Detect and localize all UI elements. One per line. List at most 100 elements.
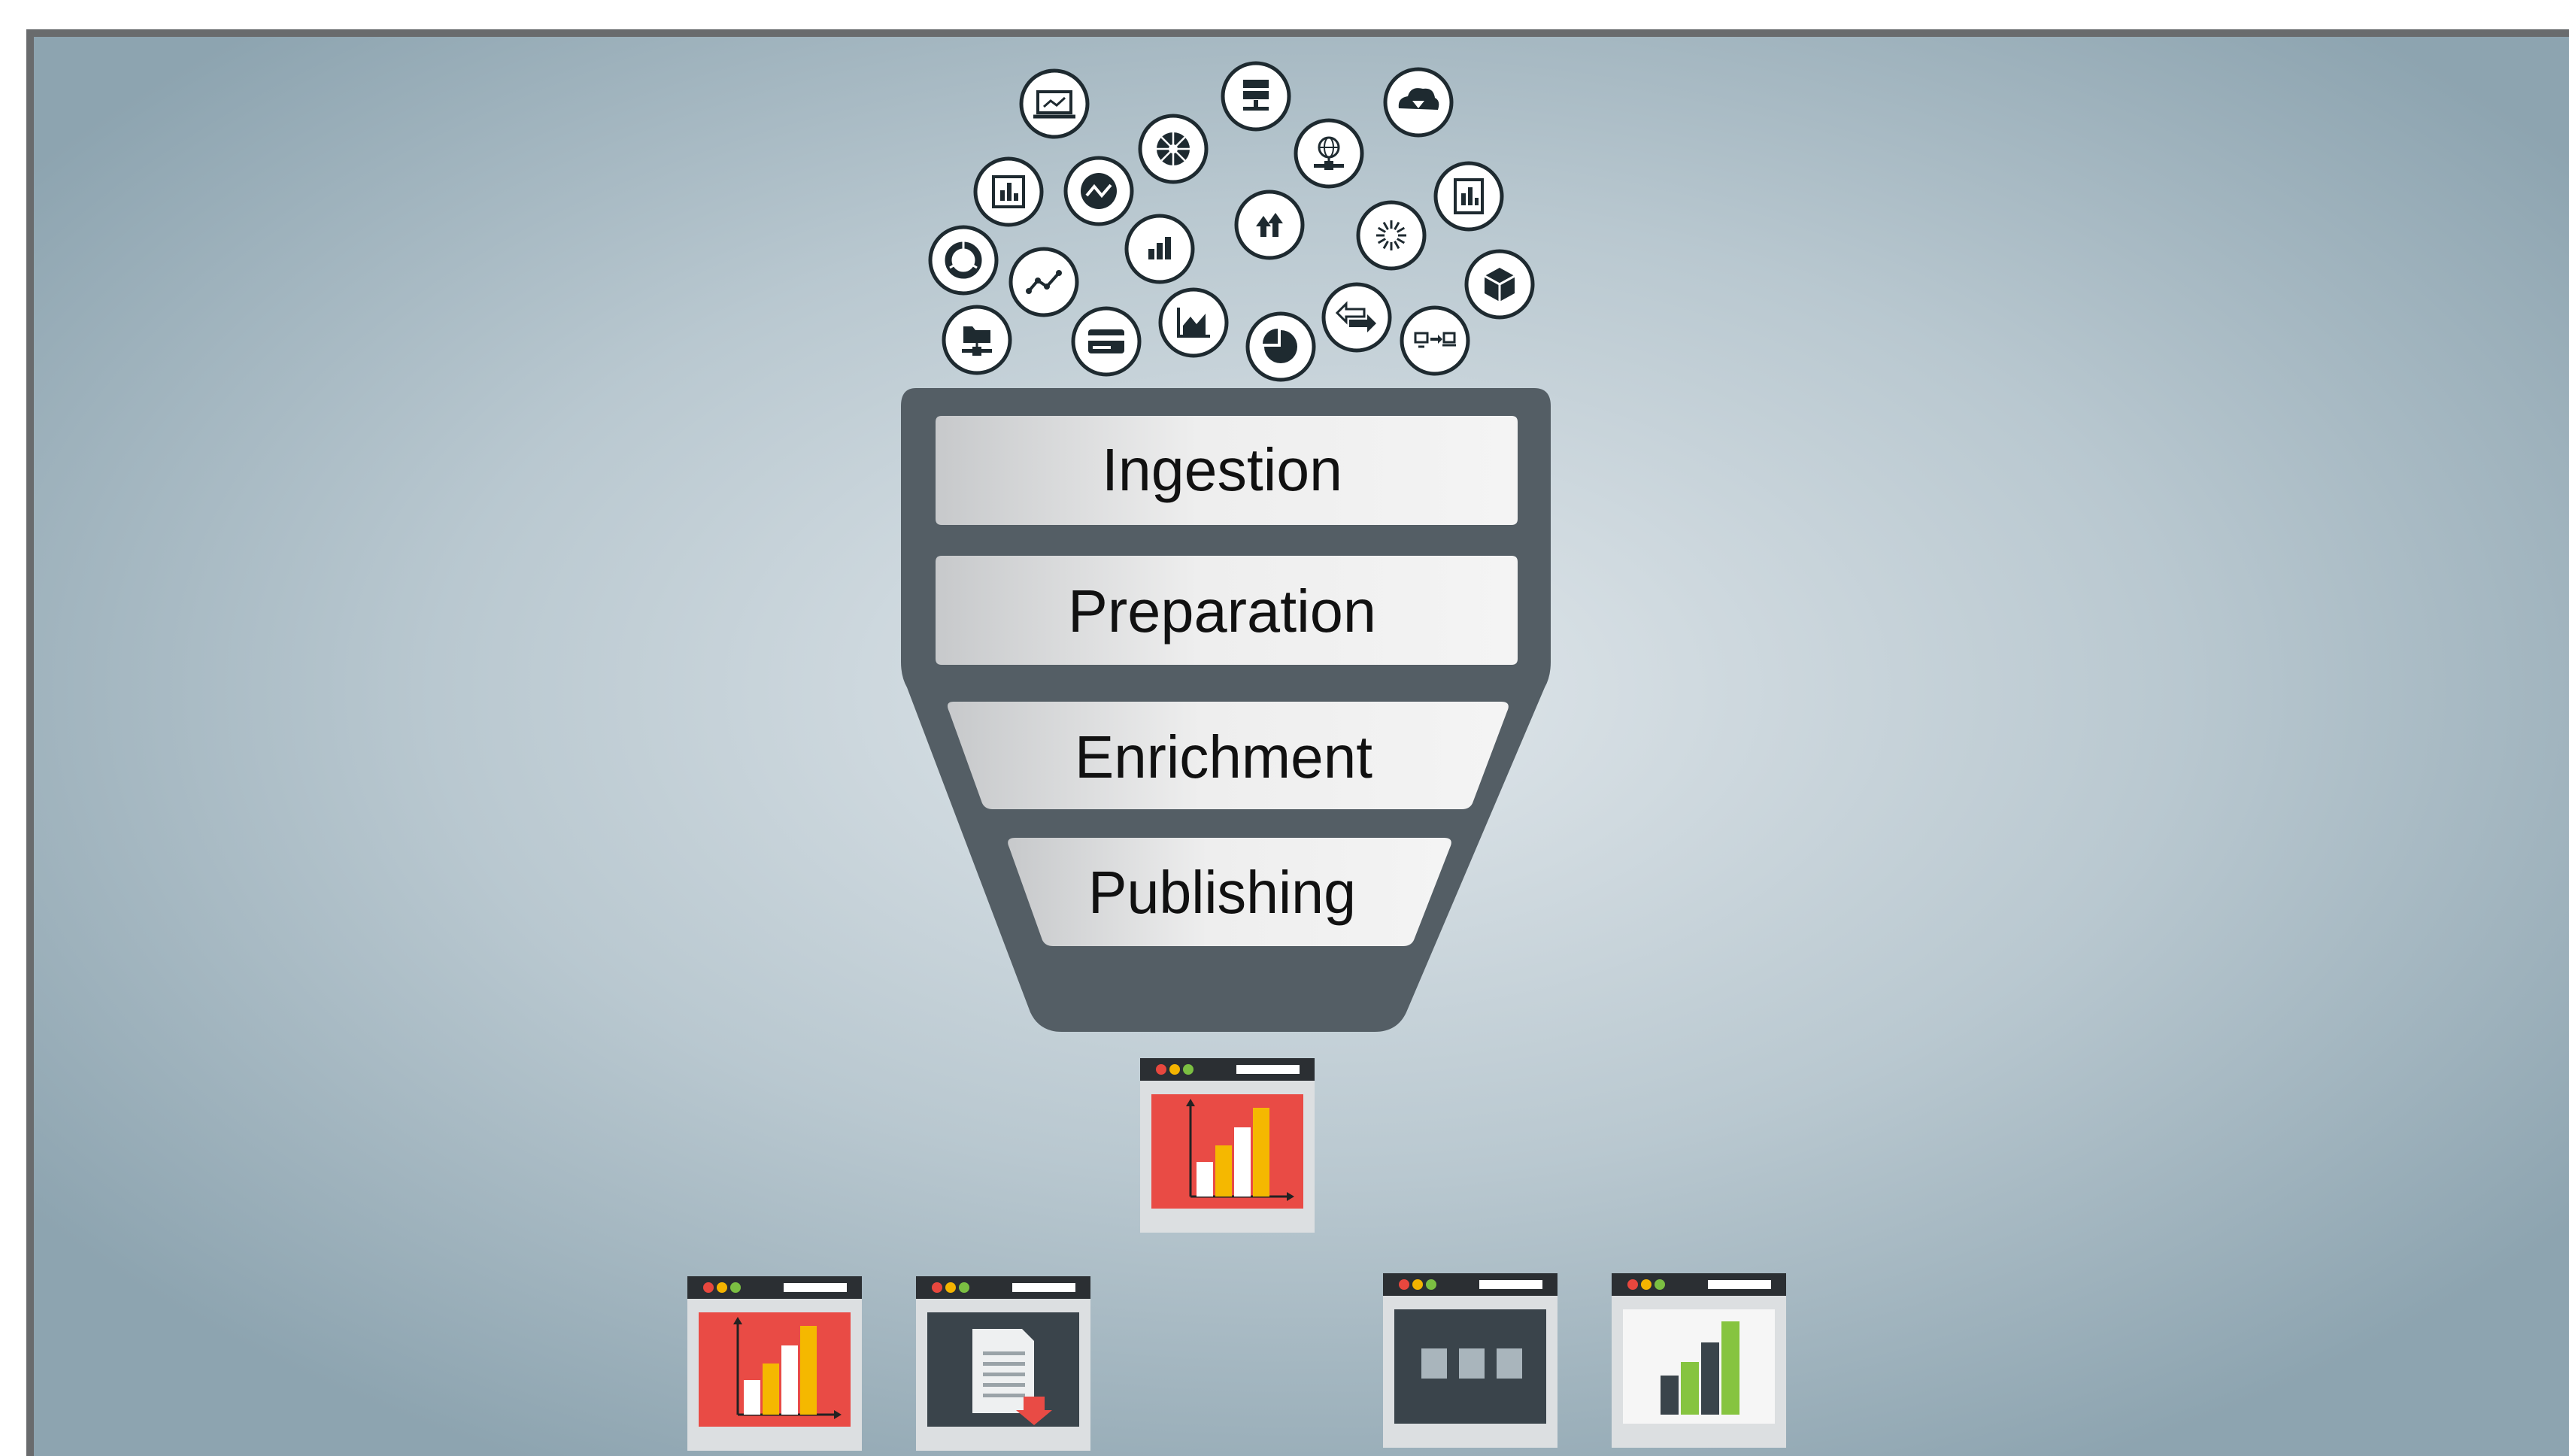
icon-glyph [1081,173,1117,209]
window-content [1186,1099,1294,1201]
stage-label: Ingestion [1102,436,1342,503]
chart-bar [781,1345,798,1415]
window-dot [1412,1279,1423,1290]
icon-glyph [1157,132,1190,165]
chart-bar [763,1363,779,1415]
icon-glyph [1256,213,1283,237]
stage-ingestion: Ingestion [936,416,1518,525]
window-dot [1399,1279,1409,1290]
icon-glyph [1033,90,1075,119]
tile [1497,1348,1522,1379]
axis-arrow [1186,1099,1195,1106]
window-address-bar [1479,1280,1542,1289]
source-icons [928,61,1535,382]
stage-band [936,556,1518,665]
axis-arrow [733,1317,742,1324]
stage-label: Preparation [1068,578,1376,645]
stage-publishing: Publishing [1008,838,1451,946]
tile [1459,1348,1485,1379]
icon-glyph [992,175,1025,208]
chart-bar [800,1326,817,1415]
computer-transfer-icon [1400,305,1470,376]
icon-glyph [1414,332,1456,348]
window-dot [1169,1064,1180,1075]
tile [1421,1348,1447,1379]
server-icon [1221,61,1291,132]
loading-spinner-icon [1356,200,1427,271]
output-window-chart [687,1276,862,1451]
icon-circle [1356,200,1427,271]
window-content [733,1317,842,1419]
stage-enrichment: Enrichment [948,702,1509,809]
bar-chart-box-icon [973,156,1044,227]
report-icon [1433,161,1504,232]
window-dot [959,1282,969,1293]
icon-glyph [1263,329,1297,363]
window-dot [1627,1279,1638,1290]
icon-glyph [1335,301,1376,332]
stage-label: Enrichment [1075,723,1372,790]
icon-glyph [1026,270,1062,294]
icon-circle [1008,247,1079,317]
line-graph-icon [1008,247,1079,317]
folder-network-icon [942,305,1012,375]
window-dot [1183,1064,1194,1075]
download-arrow-icon [1016,1397,1052,1425]
cloud-download-icon [1383,67,1454,138]
icon-glyph [1148,237,1171,259]
window-dot [717,1282,727,1293]
window-address-bar [784,1283,847,1292]
icon-glyph [1088,329,1124,353]
stage-band [948,702,1509,809]
chart-bar [1253,1108,1269,1197]
chart-bar [1234,1127,1251,1197]
upload-arrows-icon [1234,190,1305,260]
window-dot [932,1282,942,1293]
window-content [1661,1321,1739,1415]
output-window-green-chart [1612,1273,1786,1448]
chart-bar [1681,1362,1699,1415]
document-line [983,1394,1025,1397]
area-chart-icon [1158,287,1229,358]
stage-preparation: Preparation [936,556,1518,665]
axis-arrow [834,1410,842,1419]
donut-chart-icon [928,225,999,296]
window-address-bar [1236,1065,1300,1074]
document-line [983,1373,1025,1376]
document-line [983,1351,1025,1355]
icon-glyph [1376,220,1406,250]
stage-band [936,416,1518,525]
chart-bar [1197,1162,1213,1197]
icon-glyph [1398,88,1439,110]
document-line [983,1362,1025,1366]
chart-bar [744,1380,760,1415]
window-content [1421,1348,1522,1379]
axis-arrow [1287,1192,1294,1201]
icon-glyph [945,241,982,279]
chart-bar [1701,1342,1719,1415]
output-window-funnel-chart [1140,1058,1315,1233]
document-line [983,1383,1025,1387]
window-dot [1156,1064,1166,1075]
output-window-document-download [916,1276,1090,1451]
icon-glyph [1177,308,1210,338]
column-chart-icon [1124,214,1195,284]
window-dot [1641,1279,1652,1290]
stage-label: Publishing [1088,859,1356,926]
window-dot [1426,1279,1436,1290]
output-window-tiles [1383,1273,1557,1448]
pie-wheel-icon [1138,114,1209,184]
document-sheet [972,1329,1034,1413]
pie-chart-icon [1245,311,1316,382]
chart-bar [1721,1321,1739,1415]
exchange-arrows-icon [1321,282,1392,353]
credit-card-icon [1071,306,1142,377]
window-address-bar [1012,1283,1075,1292]
window-address-bar [1708,1280,1771,1289]
icon-glyph [1243,80,1269,111]
laptop-chart-icon [1019,68,1090,139]
icon-circle [928,225,999,296]
chart-bar [1215,1145,1232,1197]
